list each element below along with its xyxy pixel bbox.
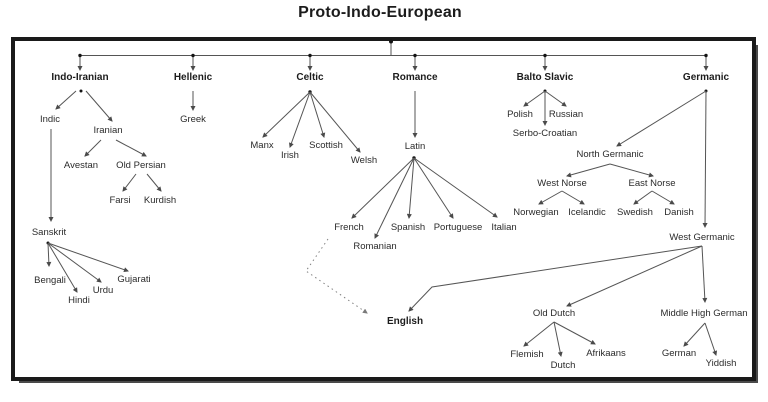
node-farsi: Farsi <box>109 195 131 206</box>
node-balto-slavic: Balto Slavic <box>516 72 574 83</box>
node-germanic: Germanic <box>682 72 730 83</box>
node-old-persian: Old Persian <box>116 160 166 171</box>
node-afrikaans: Afrikaans <box>586 348 626 359</box>
node-polish: Polish <box>507 109 533 120</box>
node-portuguese: Portuguese <box>433 222 483 233</box>
node-indo-iranian: Indo-Iranian <box>51 72 109 83</box>
node-scottish: Scottish <box>309 140 343 151</box>
node-greek: Greek <box>180 114 206 125</box>
node-yiddish: Yiddish <box>705 358 737 369</box>
node-iranian: Iranian <box>93 125 123 136</box>
node-bengali: Bengali <box>34 275 66 286</box>
node-west-germanic: West Germanic <box>669 232 735 243</box>
node-hindi: Hindi <box>68 295 90 306</box>
node-flemish: Flemish <box>510 349 544 360</box>
node-dutch: Dutch <box>550 360 576 371</box>
node-romanian: Romanian <box>353 241 397 252</box>
node-italian: Italian <box>491 222 517 233</box>
node-romance: Romance <box>392 72 438 83</box>
node-gujarati: Gujarati <box>117 274 151 285</box>
node-norwegian: Norwegian <box>513 207 559 218</box>
node-celtic: Celtic <box>296 72 324 83</box>
node-english: English <box>386 316 424 327</box>
node-french: French <box>334 222 364 233</box>
node-avestan: Avestan <box>63 160 99 171</box>
node-welsh: Welsh <box>350 155 378 166</box>
node-north-germanic: North Germanic <box>576 149 644 160</box>
node-irish: Irish <box>281 150 299 161</box>
node-danish: Danish <box>664 207 694 218</box>
node-old-dutch: Old Dutch <box>532 308 576 319</box>
node-hellenic: Hellenic <box>173 72 213 83</box>
node-icelandic: Icelandic <box>568 207 606 218</box>
node-russian: Russian <box>548 109 584 120</box>
node-serbo-croatian: Serbo-Croatian <box>512 128 578 139</box>
node-latin: Latin <box>404 141 426 152</box>
node-spanish: Spanish <box>390 222 426 233</box>
node-manx: Manx <box>250 140 274 151</box>
node-kurdish: Kurdish <box>143 195 177 206</box>
node-sanskrit: Sanskrit <box>31 227 67 238</box>
node-urdu: Urdu <box>92 285 114 296</box>
node-indic: Indic <box>39 114 61 125</box>
node-middle-high-german: Middle High German <box>660 308 748 319</box>
node-german: German <box>661 348 697 359</box>
node-west-norse: West Norse <box>537 178 587 189</box>
node-swedish: Swedish <box>617 207 653 218</box>
diagram-title: Proto-Indo-European <box>298 4 462 21</box>
node-east-norse: East Norse <box>628 178 676 189</box>
